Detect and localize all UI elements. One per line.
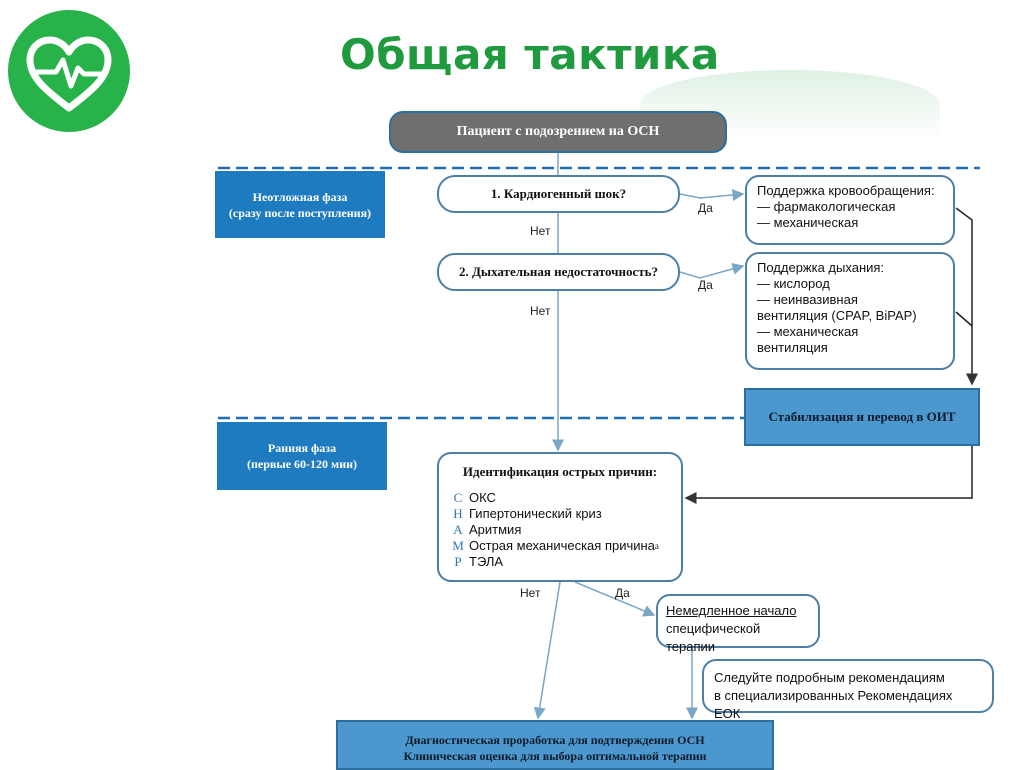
respiratory-support-head: Поддержка дыхания: bbox=[757, 260, 885, 275]
page-title: Общая тактика bbox=[340, 30, 720, 79]
cause-letter: Н bbox=[453, 506, 463, 521]
cause-row: С ОКС bbox=[447, 490, 673, 506]
question-cardiogenic-shock: 1. Кардиогенный шок? bbox=[437, 175, 680, 213]
footnote-mark: а bbox=[654, 541, 659, 551]
label-no-3: Нет bbox=[520, 586, 541, 600]
circulation-support-box: Поддержка кровообращения: — фармакологич… bbox=[745, 175, 955, 245]
diagnostic-line2: Клиническая оценка для выбора оптимально… bbox=[403, 749, 707, 763]
label-no-1: Нет bbox=[530, 224, 551, 238]
question-respiratory-failure: 2. Дыхательная недостаточность? bbox=[437, 253, 680, 291]
cause-text: ОКС bbox=[469, 490, 496, 505]
respiratory-item: — механическая bbox=[757, 324, 859, 339]
cause-text: Гипертонический криз bbox=[469, 506, 602, 521]
phase-early-line1: Ранняя фаза bbox=[267, 441, 337, 455]
label-yes-1: Да bbox=[698, 201, 713, 215]
respiratory-item: вентиляция bbox=[757, 340, 828, 355]
cause-text: ТЭЛА bbox=[469, 554, 504, 569]
identification-head: Идентификация острых причин: bbox=[462, 464, 658, 479]
immediate-line1: Немедленное начало bbox=[666, 603, 797, 618]
phase-urgent-line2: (сразу после поступления) bbox=[228, 205, 372, 220]
identification-box: Идентификация острых причин: С ОКС Н Гип… bbox=[437, 452, 683, 582]
cause-letter: Р bbox=[454, 554, 462, 569]
cause-text: Аритмия bbox=[469, 522, 522, 537]
immediate-therapy-box: Немедленное начало специфической терапии bbox=[656, 594, 820, 654]
immediate-line2: специфической терапии bbox=[666, 621, 761, 654]
label-yes-3: Да bbox=[615, 586, 630, 600]
respiratory-item: — неинвазивная bbox=[757, 292, 858, 307]
respiratory-item: — кислород bbox=[757, 276, 830, 291]
phase-urgent-line1: Неотложная фаза bbox=[252, 189, 348, 204]
guidelines-box: Следуйте подробным рекомендациям в специ… bbox=[702, 659, 994, 721]
respiratory-support-box: Поддержка дыхания: — кислород — неинвази… bbox=[745, 252, 955, 370]
circulation-support-head: Поддержка кровообращения: bbox=[757, 183, 935, 198]
cause-row: М Острая механическая причина а bbox=[447, 538, 673, 554]
respiratory-item: вентиляция (CPAP, BiPAP) bbox=[757, 308, 917, 323]
circulation-item: — механическая bbox=[757, 215, 859, 230]
cause-text: Острая механическая причина bbox=[469, 538, 655, 553]
cause-row: Р ТЭЛА bbox=[447, 554, 673, 570]
circulation-item: — фармакологическая bbox=[757, 199, 896, 214]
heart-pulse-icon bbox=[26, 36, 112, 112]
phase-early-line2: (первые 60-120 мин) bbox=[246, 457, 358, 471]
cause-letter: М bbox=[452, 538, 464, 553]
phase-urgent-label: Неотложная фаза (сразу после поступления… bbox=[215, 171, 385, 238]
diagnostic-line1: Диагностическая проработка для подтвержд… bbox=[405, 733, 705, 747]
guidelines-line1: Следуйте подробным рекомендациям bbox=[714, 670, 945, 685]
stabilization-box: Стабилизация и перевод в ОИТ bbox=[744, 388, 980, 446]
cause-row: Н Гипертонический криз bbox=[447, 506, 673, 522]
cause-row: А Аритмия bbox=[447, 522, 673, 538]
label-no-2: Нет bbox=[530, 304, 551, 318]
diagnostic-box: Диагностическая проработка для подтвержд… bbox=[336, 720, 774, 770]
phase-early-label: Ранняя фаза (первые 60-120 мин) bbox=[217, 422, 387, 490]
cause-letter: С bbox=[453, 490, 463, 505]
start-node: Пациент с подозрением на ОСН bbox=[389, 111, 727, 153]
cause-letter: А bbox=[453, 522, 463, 537]
label-yes-2: Да bbox=[698, 278, 713, 292]
heart-logo bbox=[8, 10, 130, 132]
guidelines-line2: в специализированных Рекомендациях ЕОК bbox=[714, 688, 953, 721]
